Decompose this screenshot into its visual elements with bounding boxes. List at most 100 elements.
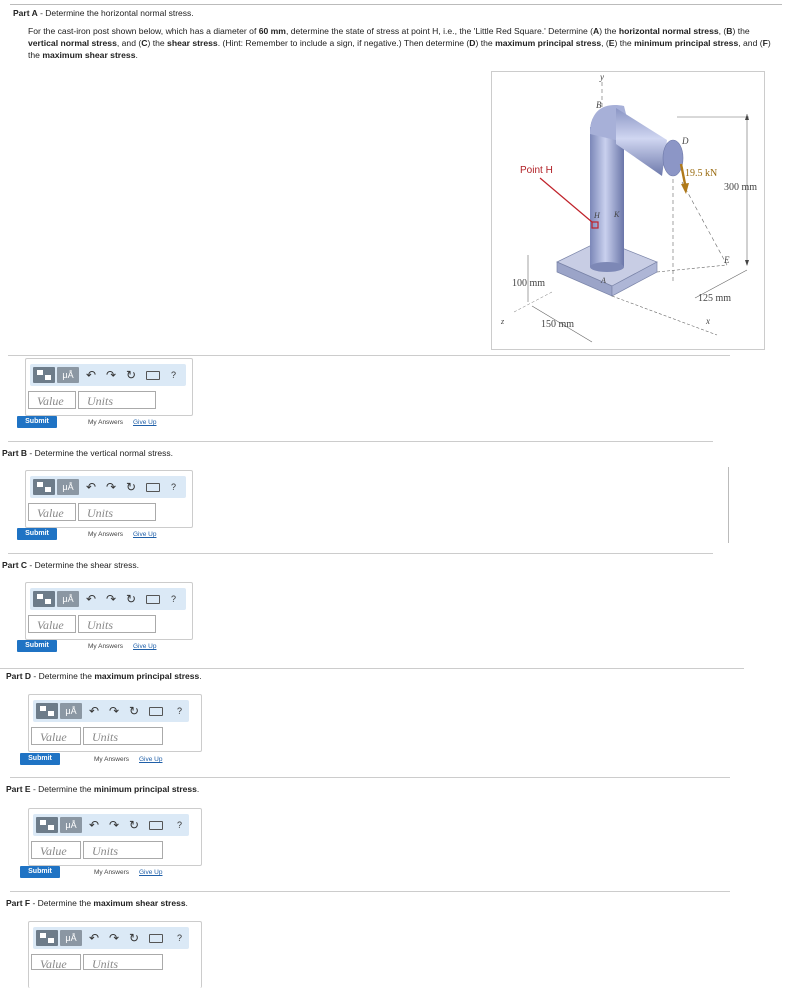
part-d-answer-box: μÅ ↶ ↷ ↻ ? Value Units [28, 694, 202, 752]
submit-button[interactable]: Submit [17, 528, 57, 540]
answer-toolbar: μÅ ↶ ↷ ↻ ? [30, 364, 186, 386]
reset-icon[interactable]: ↻ [128, 704, 140, 718]
help-icon[interactable]: ? [171, 594, 177, 604]
value-input[interactable]: Value [31, 727, 81, 745]
undo-icon[interactable]: ↶ [88, 818, 100, 832]
value-input[interactable]: Value [31, 954, 81, 971]
reset-icon[interactable]: ↻ [125, 592, 137, 606]
my-answers-label: My Answers [88, 643, 124, 650]
problem-statement: For the cast-iron post shown below, whic… [28, 26, 771, 60]
templates-icon[interactable] [33, 479, 55, 495]
redo-icon[interactable]: ↷ [105, 368, 117, 382]
undo-icon[interactable]: ↶ [85, 592, 97, 606]
part-e-answer-box: μÅ ↶ ↷ ↻ ? Value Units [28, 808, 202, 866]
answer-toolbar: μÅ ↶ ↷ ↻ ? [33, 700, 189, 722]
templates-icon[interactable] [36, 817, 58, 833]
part-c-answer-box: μÅ ↶ ↷ ↻ ? Value Units [25, 582, 193, 640]
redo-icon[interactable]: ↷ [105, 592, 117, 606]
dim-300-label: 300 mm [724, 182, 757, 193]
my-answers-label: My Answers [88, 419, 124, 426]
undo-icon[interactable]: ↶ [85, 480, 97, 494]
give-up-link[interactable]: Give Up [139, 869, 163, 876]
divider [0, 668, 744, 669]
give-up-link[interactable]: Give Up [133, 643, 157, 650]
reset-icon[interactable]: ↻ [125, 368, 137, 382]
submit-button[interactable]: Submit [20, 753, 60, 765]
give-up-link[interactable]: Give Up [133, 531, 157, 538]
value-input[interactable]: Value [28, 391, 76, 409]
units-icon[interactable]: μÅ [57, 591, 79, 607]
keyboard-icon[interactable] [146, 371, 160, 380]
undo-icon[interactable]: ↶ [85, 368, 97, 382]
keyboard-icon[interactable] [146, 483, 160, 492]
keyboard-icon[interactable] [146, 595, 160, 604]
part-c-title: Part C - Determine the shear stress. [2, 560, 140, 570]
svg-text:H: H [593, 211, 601, 220]
give-up-link[interactable]: Give Up [133, 419, 157, 426]
divider [10, 777, 730, 778]
divider [8, 553, 713, 554]
answer-toolbar: μÅ ↶ ↷ ↻ ? [30, 476, 186, 498]
dim-100-label: 100 mm [512, 278, 545, 289]
svg-text:D: D [681, 136, 689, 146]
help-icon[interactable]: ? [171, 370, 177, 380]
answer-toolbar: μÅ ↶ ↷ ↻ ? [33, 927, 189, 949]
reset-icon[interactable]: ↻ [128, 931, 140, 945]
units-input[interactable]: Units [83, 727, 163, 745]
divider [8, 355, 730, 356]
templates-icon[interactable] [33, 591, 55, 607]
scrollbar[interactable] [728, 467, 733, 543]
svg-text:A: A [600, 276, 606, 285]
units-icon[interactable]: μÅ [57, 367, 79, 383]
redo-icon[interactable]: ↷ [108, 704, 120, 718]
units-input[interactable]: Units [78, 391, 156, 409]
redo-icon[interactable]: ↷ [108, 818, 120, 832]
post-diagram: Point H y B D H K A E x z 19.5 kN 300 mm… [500, 72, 757, 343]
cast-iron-post-figure: Point H y B D H K A E x z 19.5 kN 300 mm… [491, 71, 765, 350]
units-input[interactable]: Units [83, 841, 163, 859]
svg-text:K: K [613, 210, 620, 219]
divider [10, 891, 730, 892]
units-input[interactable]: Units [78, 615, 156, 633]
svg-text:B: B [596, 100, 602, 110]
part-a-title: Part A - Determine the horizontal normal… [13, 8, 194, 18]
part-d-title: Part D - Determine the maximum principal… [6, 671, 202, 681]
undo-icon[interactable]: ↶ [88, 704, 100, 718]
submit-button[interactable]: Submit [20, 866, 60, 878]
units-input[interactable]: Units [83, 954, 163, 971]
units-icon[interactable]: μÅ [60, 703, 82, 719]
my-answers-label: My Answers [94, 756, 130, 763]
templates-icon[interactable] [36, 703, 58, 719]
templates-icon[interactable] [36, 930, 58, 946]
keyboard-icon[interactable] [149, 821, 163, 830]
units-icon[interactable]: μÅ [57, 479, 79, 495]
submit-button[interactable]: Submit [17, 640, 57, 652]
header-divider [10, 4, 782, 5]
part-f-answer-box: μÅ ↶ ↷ ↻ ? Value Units [28, 921, 202, 988]
give-up-link[interactable]: Give Up [139, 756, 163, 763]
keyboard-icon[interactable] [149, 707, 163, 716]
force-label: 19.5 kN [685, 168, 717, 179]
reset-icon[interactable]: ↻ [125, 480, 137, 494]
keyboard-icon[interactable] [149, 934, 163, 943]
submit-button[interactable]: Submit [17, 416, 57, 428]
units-input[interactable]: Units [78, 503, 156, 521]
help-icon[interactable]: ? [171, 482, 177, 492]
answer-toolbar: μÅ ↶ ↷ ↻ ? [33, 814, 189, 836]
dim-125-label: 125 mm [698, 293, 731, 304]
help-icon[interactable]: ? [177, 706, 183, 716]
help-icon[interactable]: ? [177, 820, 183, 830]
answer-toolbar: μÅ ↶ ↷ ↻ ? [30, 588, 186, 610]
value-input[interactable]: Value [28, 503, 76, 521]
undo-icon[interactable]: ↶ [88, 931, 100, 945]
value-input[interactable]: Value [31, 841, 81, 859]
units-icon[interactable]: μÅ [60, 817, 82, 833]
value-input[interactable]: Value [28, 615, 76, 633]
templates-icon[interactable] [33, 367, 55, 383]
reset-icon[interactable]: ↻ [128, 818, 140, 832]
redo-icon[interactable]: ↷ [108, 931, 120, 945]
units-icon[interactable]: μÅ [60, 930, 82, 946]
help-icon[interactable]: ? [177, 933, 183, 943]
redo-icon[interactable]: ↷ [105, 480, 117, 494]
part-b-answer-box: μÅ ↶ ↷ ↻ ? Value Units [25, 470, 193, 528]
